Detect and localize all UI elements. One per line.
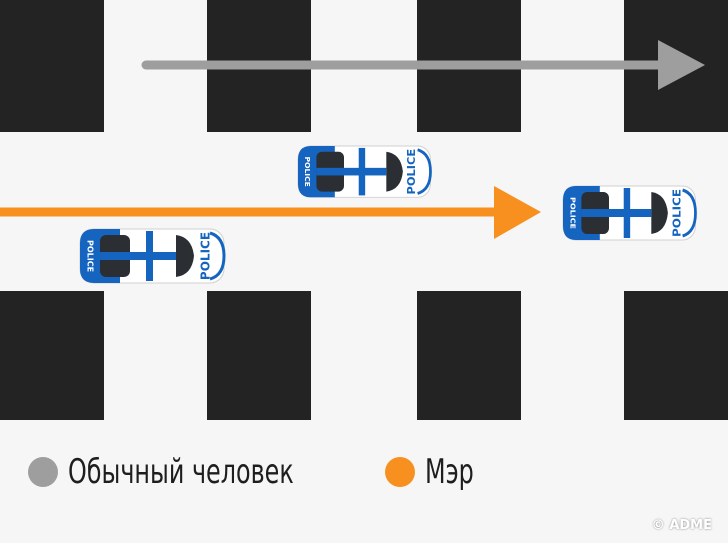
police-car: POLICE POLICE bbox=[561, 184, 697, 242]
legend-ordinary: Обычный человек bbox=[28, 452, 357, 492]
svg-text:POLICE: POLICE bbox=[568, 197, 577, 229]
police-car: POLICE POLICE bbox=[296, 144, 432, 199]
legend-label: Обычный человек bbox=[68, 452, 294, 492]
svg-text:POLICE: POLICE bbox=[405, 149, 418, 195]
city-block bbox=[0, 0, 104, 132]
city-block bbox=[0, 291, 104, 420]
mayor-route-arrow bbox=[0, 186, 541, 239]
watermark: © ADME bbox=[651, 518, 712, 533]
svg-text:POLICE: POLICE bbox=[199, 232, 213, 280]
city-block bbox=[624, 291, 728, 420]
ordinary-route-arrow bbox=[141, 40, 705, 90]
svg-text:POLICE: POLICE bbox=[86, 240, 95, 272]
city-block bbox=[207, 291, 311, 420]
orange-dot-icon bbox=[385, 457, 415, 487]
legend-label: Мэр bbox=[425, 452, 474, 492]
gray-dot-icon bbox=[28, 457, 58, 487]
svg-text:POLICE: POLICE bbox=[670, 189, 683, 237]
police-car: POLICE POLICE bbox=[78, 227, 226, 285]
city-block bbox=[417, 291, 521, 420]
legend-mayor: Мэр bbox=[385, 452, 488, 492]
svg-text:POLICE: POLICE bbox=[303, 156, 312, 186]
